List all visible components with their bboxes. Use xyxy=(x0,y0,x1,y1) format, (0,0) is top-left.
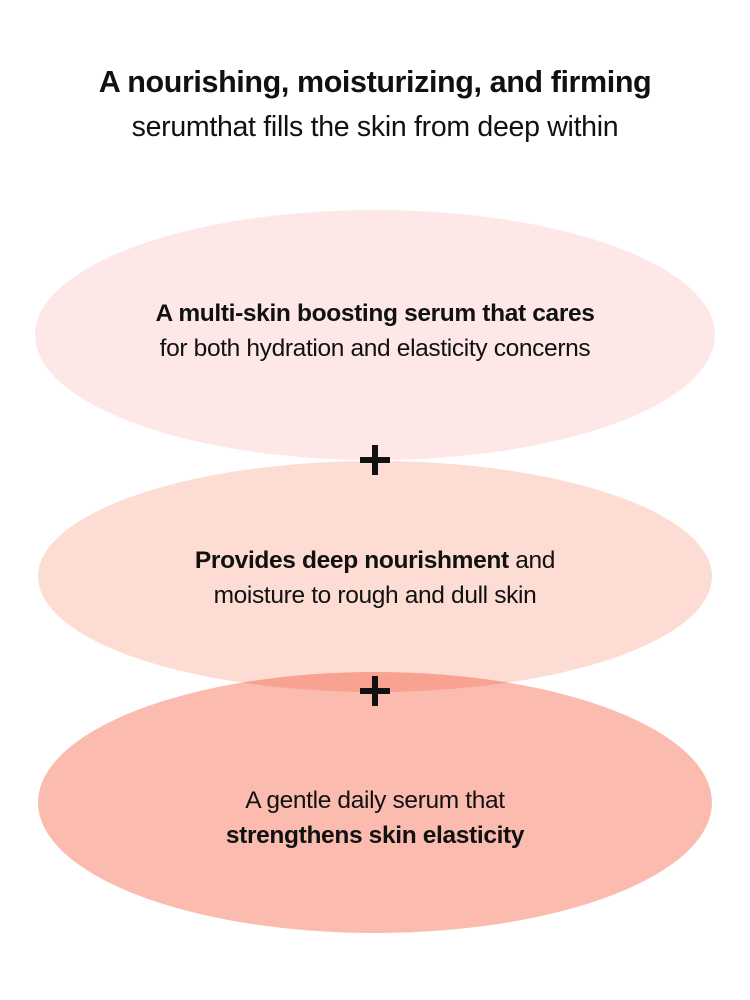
benefit-2-line-2: moisture to rough and dull skin xyxy=(213,581,537,609)
benefit-3-line-2: strengthens skin elasticity xyxy=(225,821,525,849)
benefit-ellipse-skin-elasticity xyxy=(38,672,712,933)
benefit-1-line-1: A multi-skin boosting serum that cares xyxy=(155,300,595,327)
benefit-1-line-2: for both hydration and elasticity concer… xyxy=(159,334,591,362)
benefit-ellipse-multi-skin-boosting xyxy=(35,210,715,460)
benefit-2-line-1-tail: and xyxy=(508,547,556,574)
page-header: A nourishing, moisturizing, and firming … xyxy=(0,62,750,147)
benefit-text-deep-nourishment: Provides deep nourishment and moisture t… xyxy=(0,544,750,614)
benefit-text-skin-elasticity: A gentle daily serum that strengthens sk… xyxy=(0,784,750,854)
header-line-primary: A nourishing, moisturizing, and firming xyxy=(98,65,652,99)
benefit-3-line-1: A gentle daily serum that xyxy=(245,787,505,814)
benefit-text-multi-skin-boosting: A multi-skin boosting serum that cares f… xyxy=(0,297,750,367)
plus-separator-icon-2 xyxy=(360,676,390,706)
benefit-ellipse-deep-nourishment xyxy=(38,461,712,692)
plus-separator-icon-1 xyxy=(360,445,390,475)
benefit-2-line-1: Provides deep nourishment and xyxy=(0,544,750,579)
benefit-2-line-1-emphasis: Provides deep nourishment xyxy=(194,547,509,574)
header-line-secondary: serumthat fills the skin from deep withi… xyxy=(131,111,619,144)
